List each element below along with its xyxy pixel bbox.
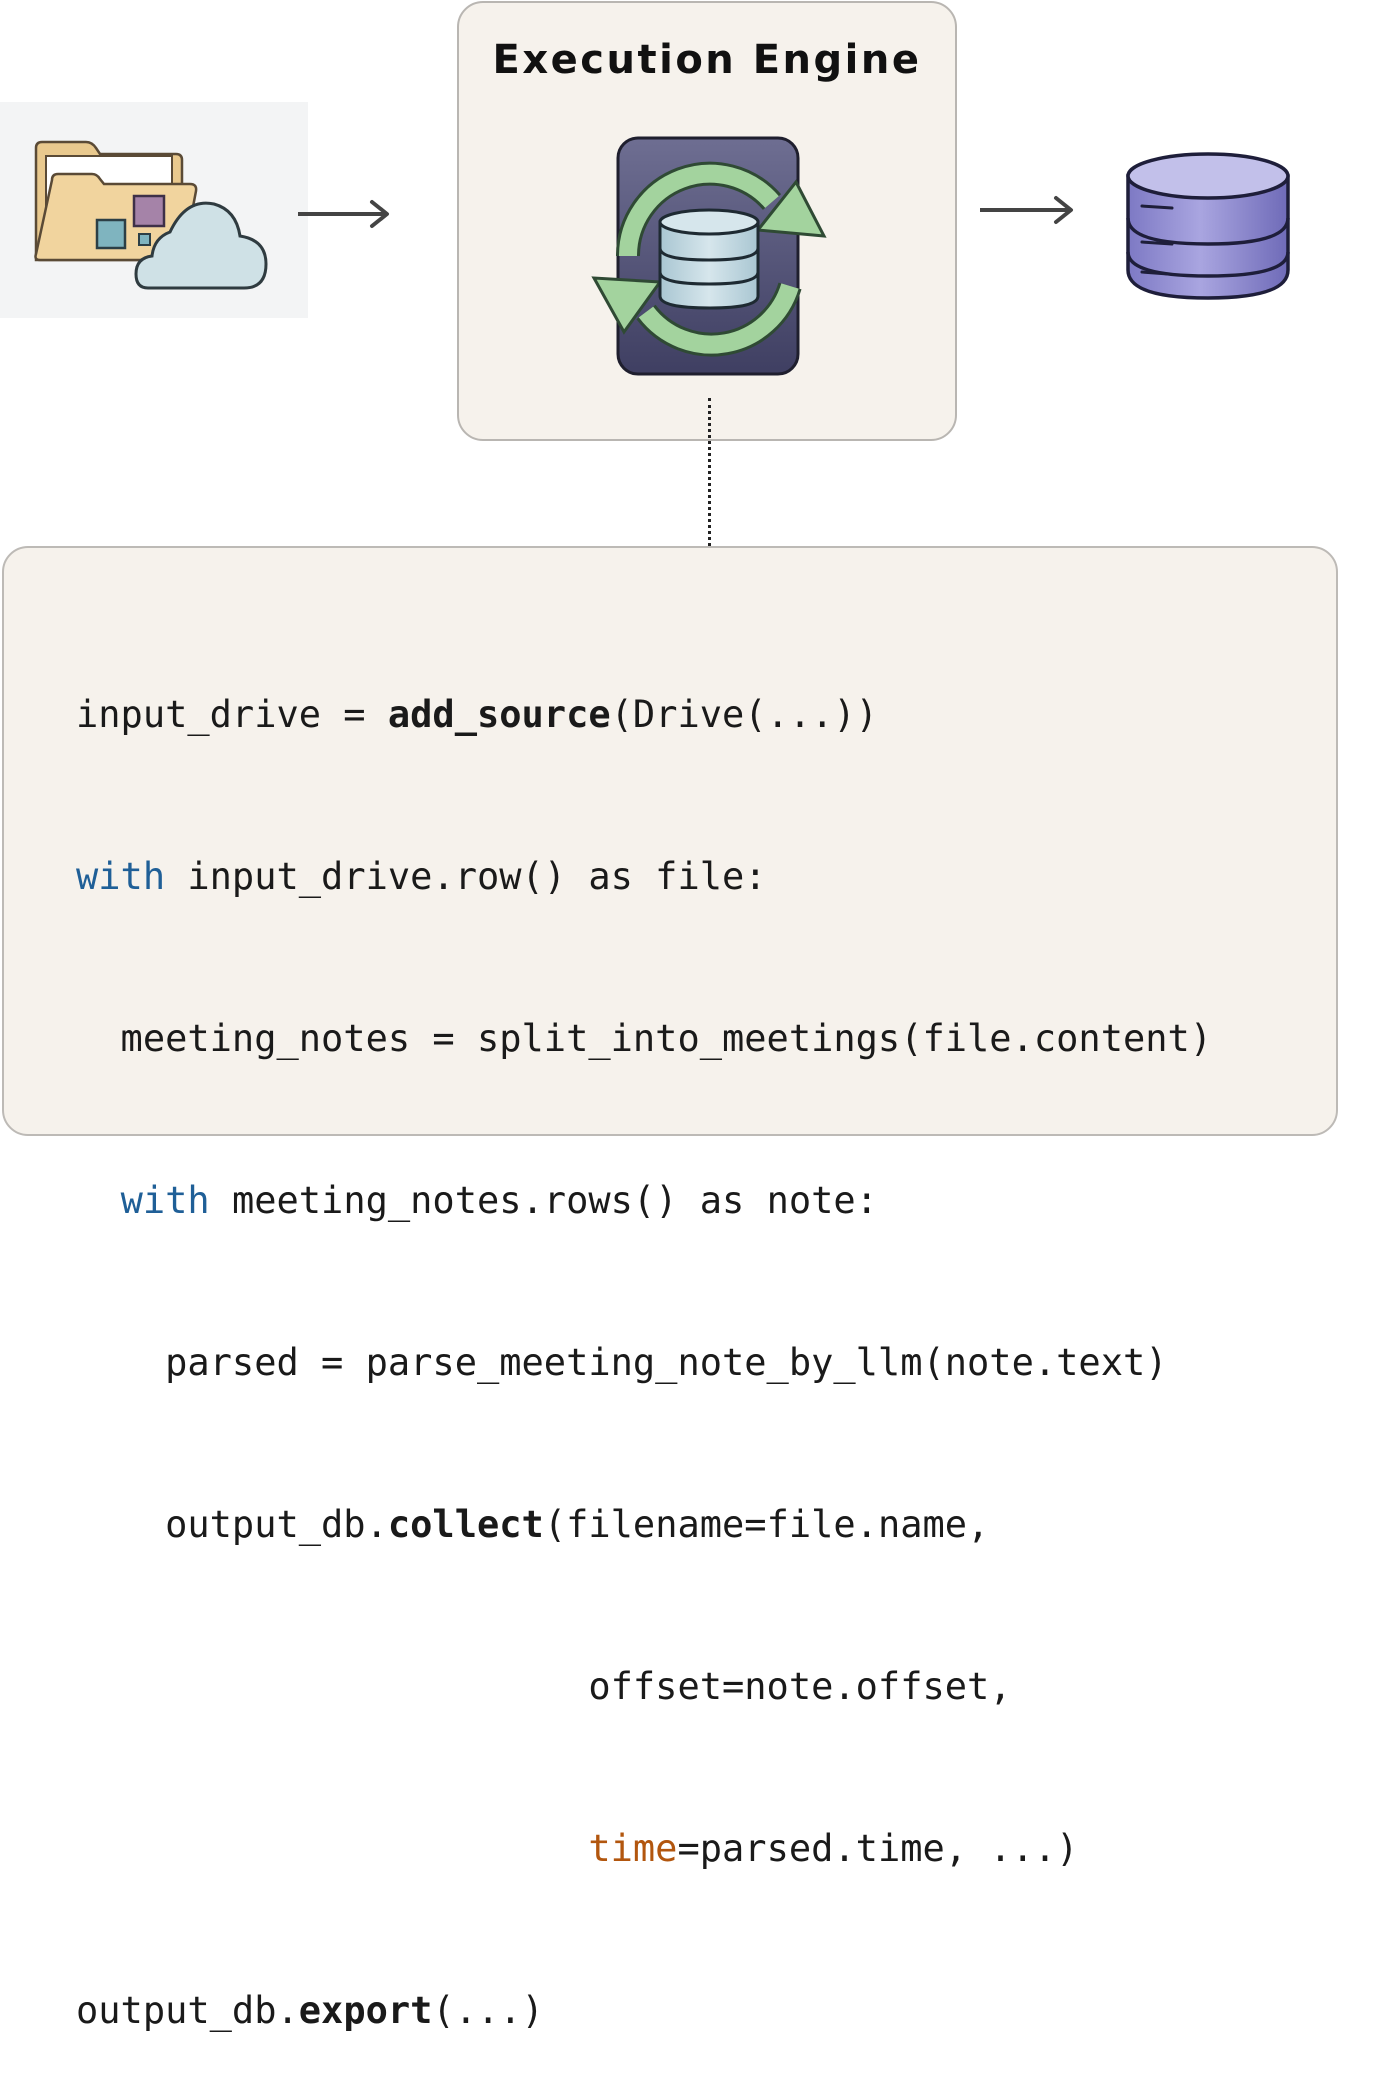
code-text: input_drive.row() as file: xyxy=(165,855,767,898)
arrow-right-icon xyxy=(980,196,1073,224)
database-icon xyxy=(1118,148,1298,330)
code-line: meeting_notes = split_into_meetings(file… xyxy=(76,1012,1213,1066)
code-text: meeting_notes = split_into_meetings(file… xyxy=(76,1017,1213,1060)
folder-cloud-icon xyxy=(0,102,308,318)
code-line: time=parsed.time, ...) xyxy=(76,1822,1212,1876)
code-function: add_source xyxy=(387,693,611,736)
code-function: collect xyxy=(387,1503,544,1546)
code-line: parsed = parse_meeting_note_by_llm(note.… xyxy=(76,1336,1212,1390)
arrow-right-icon xyxy=(298,200,389,228)
code-keyword: with xyxy=(76,855,166,898)
code-line: output_db.export(...) xyxy=(76,1984,1212,2038)
code-line: with input_drive.row() as file: xyxy=(76,850,1212,904)
code-line: with meeting_notes.rows() as note: xyxy=(76,1174,1212,1228)
code-text: output_db. xyxy=(76,1989,299,2032)
code-text: offset=note.offset, xyxy=(76,1665,1012,1708)
code-indent xyxy=(76,1179,121,1222)
code-line: output_db.collect(filename=file.name, xyxy=(76,1498,1212,1552)
database-sync-icon xyxy=(590,136,828,378)
code-text: input_drive = xyxy=(76,693,388,736)
code-panel xyxy=(2,546,1338,1136)
code-keyword: with xyxy=(120,1179,210,1222)
code-text: output_db. xyxy=(76,1503,388,1546)
code-text: meeting_notes.rows() as note: xyxy=(209,1179,878,1222)
code-text: =parsed.time, ...) xyxy=(677,1827,1079,1870)
code-text: (filename=file.name, xyxy=(543,1503,990,1546)
code-line: input_drive = add_source(Drive(...)) xyxy=(76,688,1212,742)
code-indent xyxy=(76,1827,588,1870)
code-param: time xyxy=(588,1827,678,1870)
code-line: offset=note.offset, xyxy=(76,1660,1212,1714)
code-text: (...) xyxy=(432,1989,544,2032)
dotted-connector xyxy=(708,398,711,546)
code-block: input_drive = add_source(Drive(...)) wit… xyxy=(76,580,1212,2092)
code-text: parsed = parse_meeting_note_by_llm(note.… xyxy=(76,1341,1168,1384)
code-text: (Drive(...)) xyxy=(610,693,878,736)
engine-title: Execution Engine xyxy=(492,37,922,83)
code-function: export xyxy=(298,1989,433,2032)
